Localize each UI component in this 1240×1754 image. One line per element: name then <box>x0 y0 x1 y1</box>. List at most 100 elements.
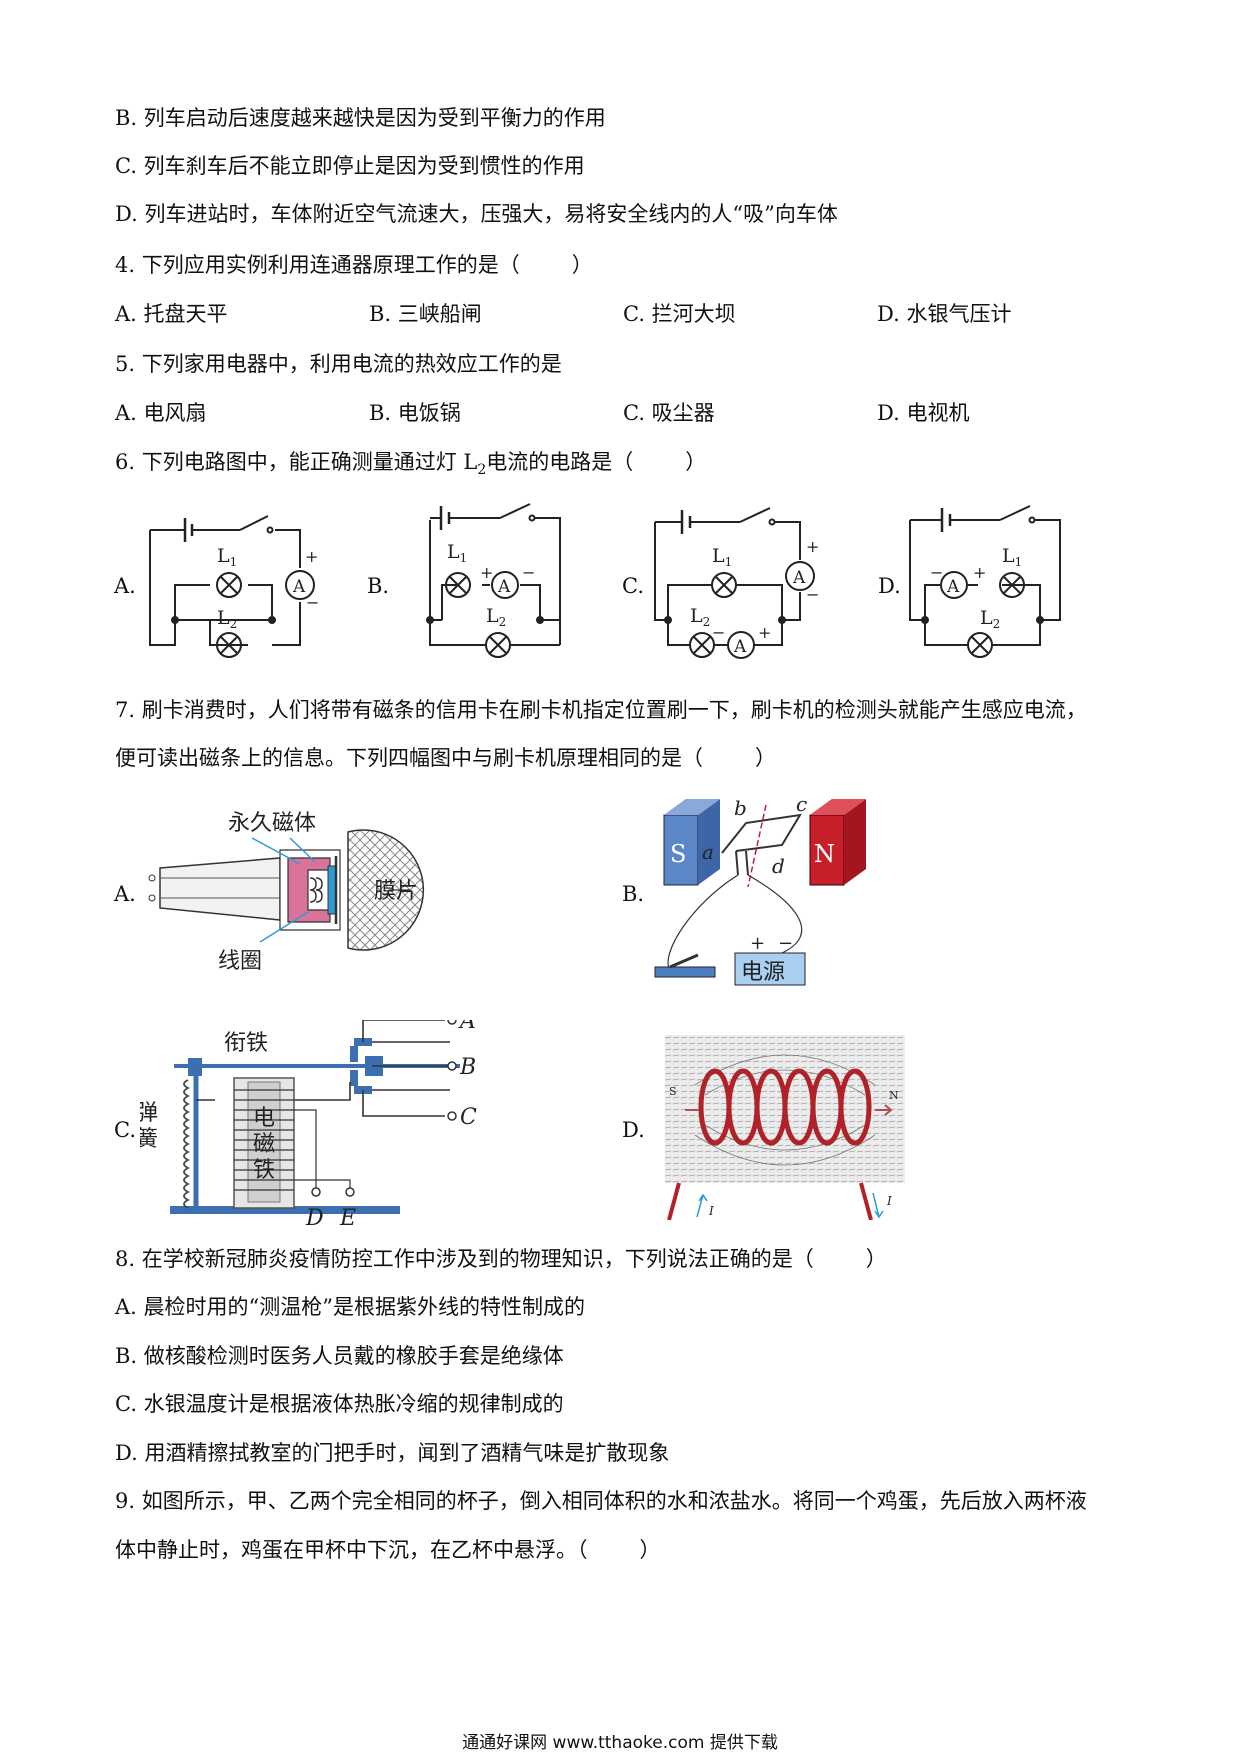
q7-label-b: B. <box>622 882 645 906</box>
svg-text:+: + <box>305 547 318 566</box>
svg-text:+: + <box>806 537 819 556</box>
q7-label-a: A. <box>114 882 136 906</box>
circuit-b-l1: L1 <box>447 541 467 565</box>
circuit-d-l1: L1 <box>1002 545 1022 569</box>
figb-b-label: b <box>734 796 747 820</box>
q7-figure-b-motor: S N b c a d 电源 + − <box>654 795 866 986</box>
figd-s-label: S <box>669 1085 677 1098</box>
q7-line1: 7. 刷卡消费时，人们将带有磁条的信用卡在刷卡机指定位置刷一下，刷卡机的检测头就… <box>115 698 1087 722</box>
circuit-c-l2: L2 <box>690 605 710 629</box>
figc-c: C <box>460 1105 477 1130</box>
circuit-c-ammeter-2: A <box>792 568 806 588</box>
q6-label-b: B. <box>367 574 390 598</box>
q6-stem-a: 6. 下列电路图中，能正确测量通过灯 L <box>115 450 478 474</box>
figb-d-label: d <box>772 854 785 878</box>
circuit-b-l2: L2 <box>486 605 506 629</box>
figc-d: D <box>305 1206 324 1230</box>
q8-option-c: C. 水银温度计是根据液体热胀冷缩的规律制成的 <box>115 1392 564 1416</box>
q7-paren-close: ） <box>755 746 776 770</box>
q7-label-d: D. <box>622 1118 645 1142</box>
circuit-a <box>149 515 315 658</box>
svg-text:+: + <box>758 623 771 642</box>
q9-line2: 体中静止时，鸡蛋在甲杯中下沉，在乙杯中悬浮。（ ） <box>115 1536 661 1564</box>
svg-text:+: + <box>973 563 986 582</box>
figb-n-label: N <box>814 840 835 868</box>
circuit-c-l1: L1 <box>712 545 732 569</box>
circuit-d <box>909 505 1061 658</box>
figc-em1: 电 <box>253 1106 275 1131</box>
q4-option-d: D. 水银气压计 <box>877 302 1012 326</box>
figc-a: A <box>458 1020 476 1034</box>
q7-label-c: C. <box>114 1118 136 1142</box>
figc-b: B <box>459 1055 476 1080</box>
figc-armature-label: 衔铁 <box>224 1031 268 1056</box>
q5-option-d: D. 电视机 <box>877 401 970 425</box>
figa-magnet-label: 永久磁体 <box>228 811 316 836</box>
circuit-d-ammeter: A <box>946 577 960 597</box>
svg-text:−: − <box>712 623 725 642</box>
figb-power-label: 电源 <box>741 960 785 985</box>
q6-label-c: C. <box>622 574 644 598</box>
q4-stem: 4. 下列应用实例利用连通器原理工作的是（ ） <box>115 251 593 279</box>
q5-option-a: A. 电风扇 <box>115 401 207 425</box>
q4-paren-close: ） <box>571 253 593 277</box>
q7-figure-d-solenoid: S N I I <box>665 1035 905 1220</box>
svg-text:+: + <box>480 563 493 582</box>
circuit-d-l2: L2 <box>980 607 1000 631</box>
q6-label-a: A. <box>114 574 136 598</box>
q8-stem: 8. 在学校新冠肺炎疫情防控工作中涉及到的物理知识，下列说法正确的是（ ） <box>115 1245 887 1273</box>
circuit-b <box>426 503 561 658</box>
circuit-a-l2: L2 <box>217 607 237 631</box>
q8-option-d: D. 用酒精擦拭教室的门把手时，闻到了酒精气味是扩散现象 <box>115 1441 670 1465</box>
figc-em2: 磁 <box>253 1132 275 1157</box>
q6-stem-b: 电流的电路是（ <box>486 450 634 474</box>
q4-stem-text: 4. 下列应用实例利用连通器原理工作的是（ <box>115 253 520 277</box>
q5-option-b: B. 电饭锅 <box>369 401 461 425</box>
q3-option-c: C. 列车刹车后不能立即停止是因为受到惯性的作用 <box>115 154 585 178</box>
q9-line2-text: 体中静止时，鸡蛋在甲杯中下沉，在乙杯中悬浮。（ <box>115 1538 588 1562</box>
q6-circuit-diagrams: L1 L2 A + − L1 L2 A + − L1 L2 A A + − − + L1… <box>149 503 1061 659</box>
svg-text:−: − <box>522 563 535 582</box>
q6-label-d: D. <box>878 574 901 598</box>
figd-i2: I <box>886 1194 892 1208</box>
q9-paren-close: ） <box>639 1538 661 1562</box>
circuit-a-l1: L1 <box>217 545 237 569</box>
figa-coil-label: 线圈 <box>218 949 262 974</box>
svg-text:−: − <box>806 585 819 604</box>
figb-minus: − <box>778 933 793 954</box>
q6-stem: 6. 下列电路图中，能正确测量通过灯 L2电流的电路是（） <box>115 448 706 484</box>
q5-stem: 5. 下列家用电器中，利用电流的热效应工作的是 <box>115 352 562 376</box>
circuit-b-ammeter: A <box>497 577 511 597</box>
q4-option-a: A. 托盘天平 <box>115 302 228 326</box>
figb-a-label: a <box>702 840 714 864</box>
q6-paren-close: ） <box>685 450 707 474</box>
figb-c-label: c <box>796 795 807 816</box>
q8-option-b: B. 做核酸检测时医务人员戴的橡胶手套是绝缘体 <box>115 1344 564 1368</box>
q5-option-c: C. 吸尘器 <box>623 401 715 425</box>
q3-option-d: D. 列车进站时，车体附近空气流速大，压强大，易将安全线内的人“吸”向车体 <box>115 202 838 226</box>
circuit-a-ammeter: A <box>292 577 306 597</box>
figb-s-label: S <box>670 840 686 868</box>
figd-n-label: N <box>889 1089 899 1102</box>
figc-spring2: 簧 <box>140 1127 158 1152</box>
q7-line2-text: 便可读出磁条上的信息。下列四幅图中与刷卡机原理相同的是（ <box>115 746 703 770</box>
circuit-c-ammeter: A <box>733 637 747 657</box>
q7-figure-a-microphone: 永久磁体 膜片 线圈 <box>148 811 425 974</box>
q4-option-b: B. 三峡船闸 <box>369 302 482 326</box>
figc-em3: 铁 <box>253 1158 275 1183</box>
figb-plus: + <box>750 933 765 954</box>
figd-i1: I <box>708 1204 714 1218</box>
q8-stem-text: 8. 在学校新冠肺炎疫情防控工作中涉及到的物理知识，下列说法正确的是（ <box>115 1247 814 1271</box>
svg-text:−: − <box>306 593 319 612</box>
circuit-c <box>654 507 815 659</box>
figc-e: E <box>339 1206 356 1230</box>
q8-option-a: A. 晨检时用的“测温枪”是根据紫外线的特性制成的 <box>115 1295 585 1319</box>
q7-figure-c-relay: 衔铁 弹 簧 电 磁 铁 A B C D E <box>140 1020 477 1230</box>
figc-spring1: 弹 <box>140 1101 158 1126</box>
q4-option-c: C. 拦河大坝 <box>623 302 736 326</box>
figa-membrane-label: 膜片 <box>374 879 418 904</box>
svg-text:−: − <box>930 563 943 582</box>
q7-line2: 便可读出磁条上的信息。下列四幅图中与刷卡机原理相同的是（ ） <box>115 744 776 772</box>
q9-line1: 9. 如图所示，甲、乙两个完全相同的杯子，倒入相同体积的水和浓盐水。将同一个鸡蛋… <box>115 1489 1087 1513</box>
q8-paren-close: ） <box>865 1247 887 1271</box>
